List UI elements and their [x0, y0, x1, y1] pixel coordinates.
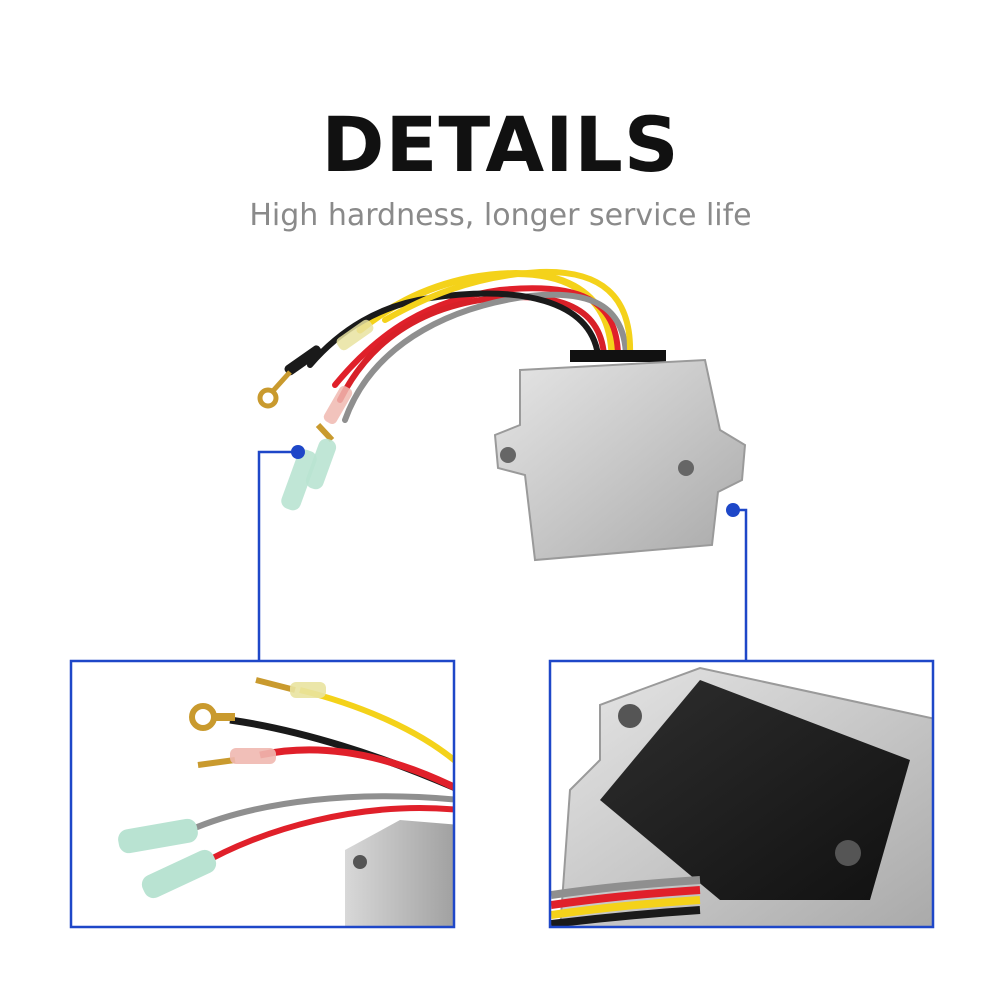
page-subtitle: High hardness, longer service life — [249, 198, 752, 233]
detail-wires-panel — [69, 659, 456, 929]
page-title: DETAILS — [321, 100, 680, 189]
main-product-image — [257, 268, 748, 660]
detail-housing-panel — [548, 659, 935, 929]
